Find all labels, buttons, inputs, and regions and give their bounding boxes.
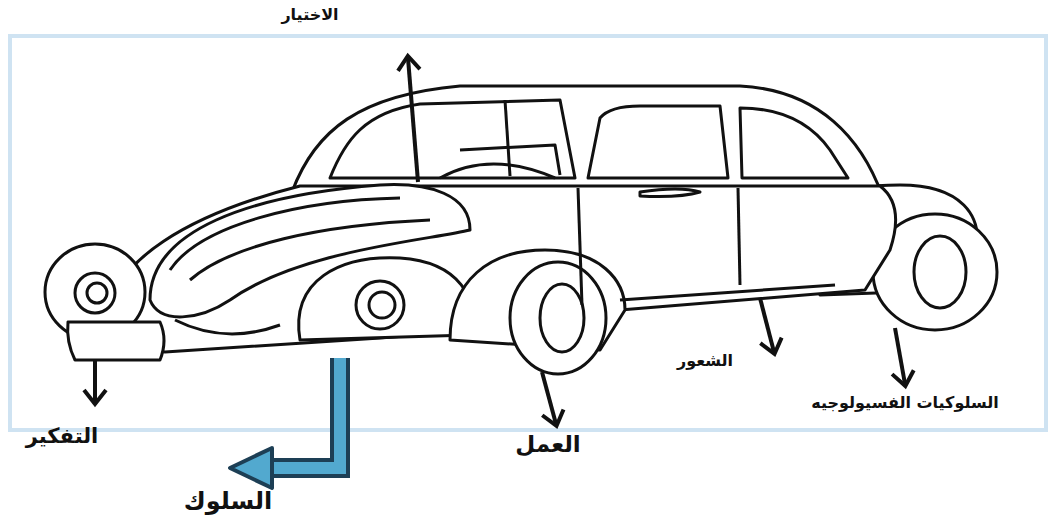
- part-label: التفكير: [26, 425, 99, 448]
- part-label: العمل: [515, 432, 580, 457]
- part-label: السلوكيات الفسيولوجيه: [811, 394, 998, 412]
- panel-frame: [10, 36, 1046, 430]
- part-label: السلوك: [184, 488, 273, 514]
- part-label: الشعور: [677, 352, 733, 370]
- part-label: الاختيار: [281, 6, 338, 24]
- blue-bent-arrow: [230, 358, 340, 488]
- car-body: [45, 86, 997, 374]
- leader-arrows: [95, 58, 905, 424]
